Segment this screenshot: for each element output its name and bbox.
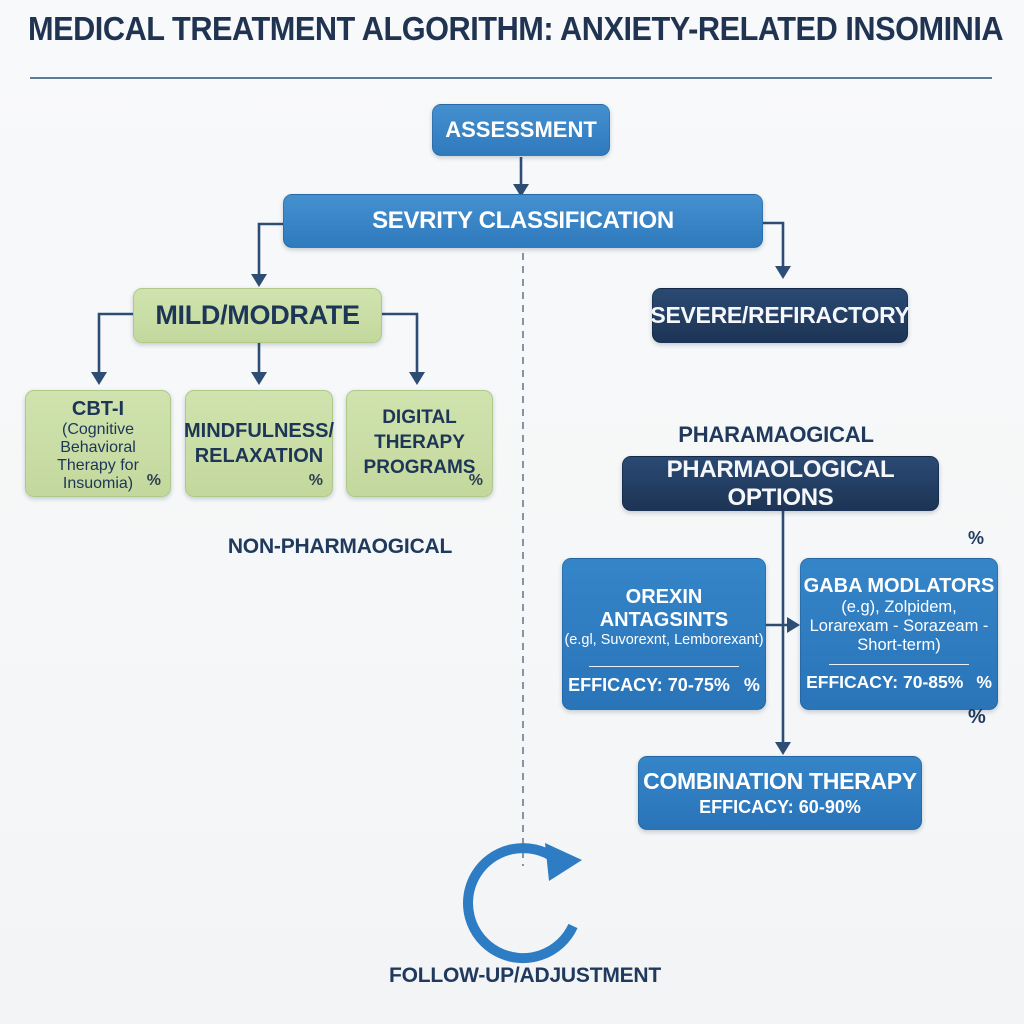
node-severity-classification: SEVRITY CLASSIFICATION [283, 194, 763, 248]
percent-badge: % [743, 675, 760, 696]
label-non-pharmacological: NON-PHARMAOGICAL [227, 535, 453, 558]
percent-badge: % [468, 472, 483, 489]
percent-below-gaba: % [968, 706, 986, 728]
page-title: MEDICAL TREATMENT ALGORITHM: ANXIETY-REL… [28, 10, 1004, 47]
node-options-label: PHARMAOLOGICAL OPTIONS [666, 455, 895, 511]
cycle-arrow-icon [463, 843, 582, 964]
label-follow-up-adjustment: FOLLOW-UP/ADJUSTMENT [388, 964, 662, 987]
node-severe-label: SEVERE/REFIRACTORY [650, 302, 910, 328]
efficacy-divider [589, 665, 739, 668]
node-gaba-line2: Lorarexam - Sorazeam - [809, 617, 989, 636]
node-gaba-line1: (e.g), Zolpidem, [841, 597, 957, 616]
node-gaba-efficacy: EFFICACY: 70-85% [806, 672, 964, 693]
flow-connectors [97, 157, 787, 742]
node-mild-moderate: MILD/MODRATE [133, 288, 382, 343]
node-mindfulness-relaxation: MINDFULNESS/ RELAXATION % [184, 390, 334, 497]
node-pharmacological-options: PHARMAOLOGICAL OPTIONS [622, 456, 939, 511]
node-orexin-title: OREXIN ANTAGSINTS [599, 585, 729, 631]
node-digital-line2: THERAPY [374, 432, 465, 454]
percent-badge: % [146, 472, 161, 489]
node-orexin-antagonists: OREXIN ANTAGSINTS (e.gl, Suvorexnt, Lemb… [562, 558, 766, 710]
node-gaba-title: GABA MODLATORS [803, 574, 995, 597]
node-gaba-modulators: GABA MODLATORS (e.g), Zolpidem, Lorarexa… [800, 558, 998, 710]
node-severity-label: SEVRITY CLASSIFICATION [372, 207, 674, 234]
percent-badge: % [976, 672, 992, 693]
node-digital-therapy: DIGITAL THERAPY PROGRAMS % [346, 390, 493, 497]
node-severe-refractory: SEVERE/REFIRACTORY [650, 288, 910, 343]
node-combination-therapy: COMBINATION THERAPY EFFICACY: 60-90% [638, 756, 922, 830]
node-combination-title: COMBINATION THERAPY [643, 768, 917, 794]
node-assessment-label: ASSESSMENT [445, 117, 597, 142]
node-digital-line3: PROGRAMS [363, 456, 476, 478]
efficacy-divider [829, 663, 969, 666]
node-orexin-subtitle: (e.gl, Suvorexnt, Lemborexant) [564, 631, 764, 648]
node-mindfulness-line1: MINDFULNESS/ [184, 419, 334, 442]
node-cbt-subtitle: (Cognitive Behavioral Therapy for Insuom… [57, 421, 139, 493]
percent-badge: % [308, 472, 323, 489]
label-pharmacological: PHARAMAOGICAL [678, 422, 874, 447]
node-orexin-efficacy: EFFICACY: 70-75% [568, 675, 730, 696]
node-assessment: ASSESSMENT [432, 104, 610, 156]
node-digital-line1: DIGITAL [382, 407, 457, 429]
node-cbt-i: CBT-I (Cognitive Behavioral Therapy for … [25, 390, 171, 497]
node-cbt-title: CBT-I [71, 398, 125, 420]
node-combination-efficacy: EFFICACY: 60-90% [699, 797, 861, 817]
node-mindfulness-line2: RELAXATION [194, 444, 324, 467]
arrowheads [91, 184, 800, 755]
node-gaba-line3: Short-term) [857, 636, 941, 655]
node-mild-label: MILD/MODRATE [155, 300, 360, 330]
title-divider [30, 77, 992, 79]
percent-above-gaba: % [968, 528, 984, 548]
